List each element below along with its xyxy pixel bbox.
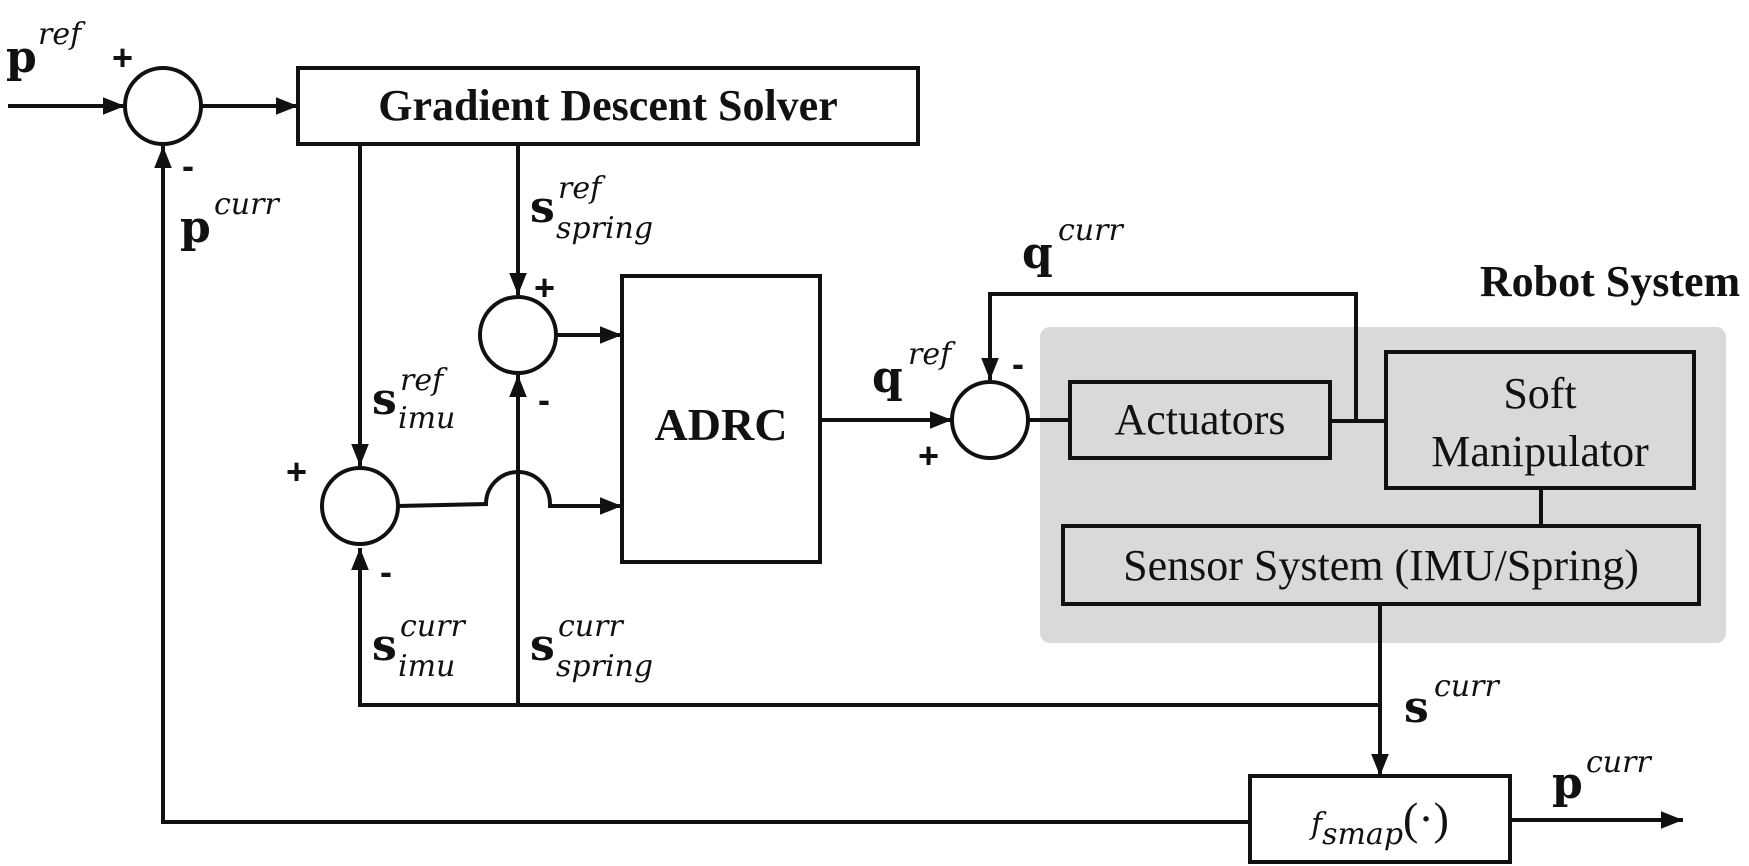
actuators-block — [1068, 380, 1332, 460]
sum-junction-actuator — [950, 380, 1030, 460]
q-curr-feedback-wire — [981, 292, 1358, 421]
svg-text:curr: curr — [1586, 745, 1652, 780]
svg-text:ref: ref — [400, 363, 448, 398]
q-sum-minus-sign: - — [1012, 343, 1024, 384]
spring-sum-minus-sign: - — [538, 379, 550, 420]
svg-text:curr: curr — [214, 187, 280, 222]
sum1-plus-sign: + — [112, 37, 133, 78]
svg-text:p: p — [6, 32, 37, 83]
sum-junction-imu — [320, 466, 400, 546]
imu-error-to-adrc-wire — [397, 470, 622, 515]
fsmap-label: fsmap(·) — [1309, 793, 1449, 852]
svg-text:q: q — [872, 352, 903, 403]
soft-manipulator-label-line2: Manipulator — [1431, 427, 1649, 476]
signal-label-s-imu-curr: s curr imu — [372, 609, 466, 684]
signal-label-s-imu-ref: s ref imu — [372, 363, 455, 436]
svg-text:curr: curr — [1058, 213, 1124, 248]
signal-label-p-ref: p ref — [6, 17, 86, 83]
svg-text:s: s — [372, 374, 397, 425]
svg-text:s: s — [530, 182, 555, 233]
soft-manipulator-label-line1: Soft — [1503, 369, 1576, 418]
signal-label-s-spring-ref: s ref spring — [530, 171, 653, 246]
actuators-label: Actuators — [1114, 395, 1285, 444]
svg-text:s: s — [530, 620, 555, 671]
svg-text:spring: spring — [556, 211, 653, 246]
imu-sum-plus-sign: + — [286, 451, 307, 492]
signal-label-s-curr: s curr — [1404, 669, 1500, 733]
svg-text:s: s — [1404, 682, 1429, 733]
svg-text:curr: curr — [1434, 669, 1500, 704]
adrc-block — [620, 274, 822, 564]
gradient-descent-solver-block — [296, 66, 920, 146]
signal-label-p-curr-output: p curr — [1552, 745, 1652, 809]
svg-text:spring: spring — [556, 649, 653, 684]
imu-sum-minus-sign: - — [380, 551, 392, 592]
svg-text:imu: imu — [398, 649, 455, 684]
gradient-descent-solver-label: Gradient Descent Solver — [378, 81, 837, 130]
adrc-label: ADRC — [655, 399, 788, 450]
svg-text:q: q — [1022, 228, 1053, 279]
signal-label-p-curr-feedback: p curr — [180, 187, 280, 253]
fsmap-block — [1248, 774, 1512, 864]
svg-text:p: p — [1552, 758, 1583, 809]
svg-text:imu: imu — [398, 401, 455, 436]
sum-junction-spring — [478, 295, 558, 375]
soft-manipulator-block — [1384, 350, 1696, 490]
svg-text:ref: ref — [908, 337, 956, 372]
signal-label-q-ref: q ref — [872, 337, 956, 403]
svg-text:curr: curr — [400, 609, 466, 644]
sum1-minus-sign: - — [182, 145, 194, 186]
spring-sum-plus-sign: + — [534, 267, 555, 308]
svg-text:ref: ref — [558, 171, 606, 206]
sum-junction-position — [123, 66, 203, 146]
q-sum-plus-sign: + — [918, 435, 939, 476]
sensor-system-block — [1061, 524, 1701, 606]
svg-text:curr: curr — [558, 609, 624, 644]
p-curr-feedback-wire — [154, 146, 1250, 824]
robot-system-label: Robot System — [1480, 257, 1740, 306]
s-imu-curr-feedback-wire — [351, 548, 1382, 707]
svg-text:ref: ref — [38, 17, 86, 52]
svg-text:s: s — [372, 620, 397, 671]
sensor-system-label: Sensor System (IMU/Spring) — [1123, 541, 1639, 590]
signal-label-s-spring-curr: s curr spring — [530, 609, 653, 684]
svg-text:p: p — [180, 202, 211, 253]
signal-label-q-curr: q curr — [1022, 213, 1124, 279]
